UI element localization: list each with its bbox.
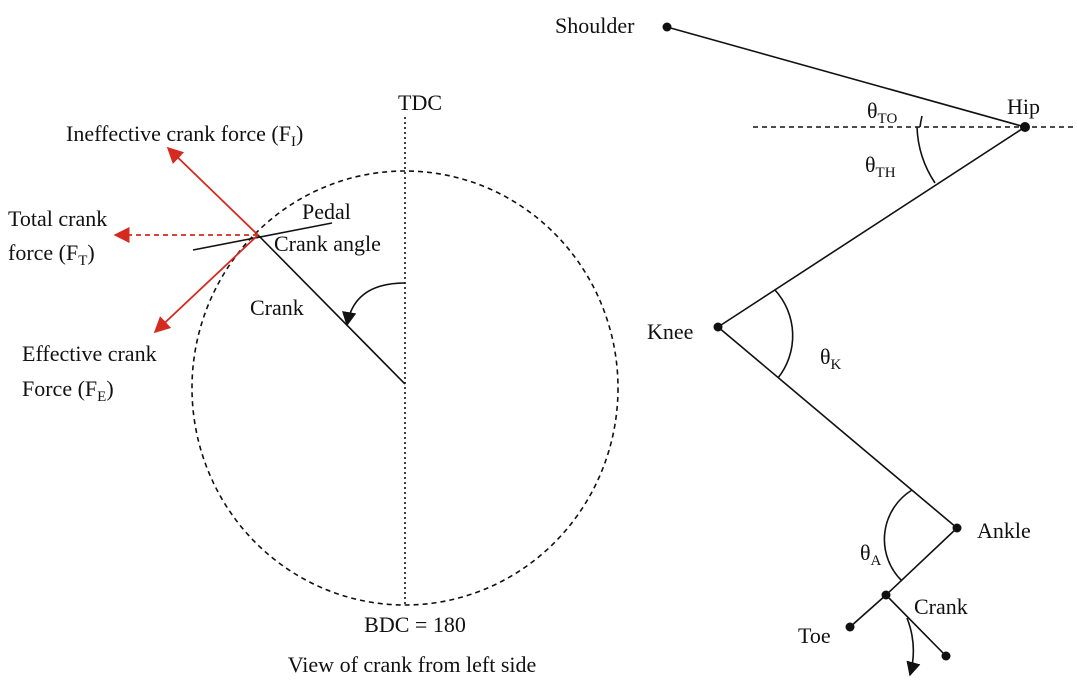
tdc-label: TDC — [398, 90, 442, 115]
shoulder-label: Shoulder — [555, 13, 635, 38]
crank-label: Crank — [250, 295, 304, 320]
bdc-label: BDC = 180 — [364, 612, 466, 637]
crank-arm-right — [885, 594, 947, 657]
shoulder-joint-dot — [662, 22, 672, 32]
theta-to-arc — [919, 115, 923, 128]
hip-joint-dot — [1020, 122, 1030, 132]
theta-k-label: θK — [820, 344, 842, 373]
theta-th-label: θTH — [865, 152, 896, 181]
crank-angle-arc — [342, 282, 406, 327]
crank-axle-dot — [881, 590, 891, 600]
theta-k-arc — [774, 289, 794, 379]
crank-label-right: Crank — [914, 594, 968, 619]
effective-force-label-line2: Force (FE) — [22, 376, 114, 405]
thigh-segment — [717, 126, 1026, 328]
hip-label: Hip — [1007, 94, 1040, 119]
trunk-segment — [666, 26, 1026, 128]
ankle-label: Ankle — [977, 518, 1031, 543]
pedal-circle — [191, 170, 619, 606]
pedal-label: Pedal — [302, 199, 351, 224]
shank-segment — [717, 326, 958, 529]
toe-dot — [845, 622, 855, 632]
crank-view: TDC BDC = 180 View of crank from left si… — [8, 90, 619, 677]
theta-to-label: θTO — [867, 98, 897, 127]
foot-segment — [885, 527, 958, 596]
effective-force-arrow — [153, 234, 259, 334]
ankle-joint-dot — [952, 523, 962, 533]
ineffective-force-arrow — [166, 146, 259, 236]
toe-label: Toe — [798, 623, 831, 648]
knee-joint-dot — [713, 322, 723, 332]
crank-arm — [257, 234, 406, 385]
total-force-label-line1: Total crank — [8, 206, 107, 231]
theta-a-arc — [883, 489, 913, 582]
total-force-label-line2: force (FT) — [8, 240, 95, 269]
effective-force-label-line1: Effective crank — [22, 341, 157, 366]
body-model: Shoulder Hip Knee Ankle Toe Crank θTO θT… — [555, 13, 1077, 677]
theta-a-label: θA — [860, 540, 882, 569]
knee-label: Knee — [647, 319, 693, 344]
ineffective-force-label: Ineffective crank force (FI) — [66, 121, 303, 150]
pedal-line — [192, 222, 333, 251]
crank-view-caption: View of crank from left side — [288, 652, 537, 677]
crank-end-dot — [941, 651, 951, 661]
theta-th-arc — [916, 126, 936, 184]
crank-arm-left — [849, 594, 887, 628]
crank-angle-label: Crank angle — [274, 231, 381, 256]
crank-rotation-arrow — [906, 617, 921, 677]
